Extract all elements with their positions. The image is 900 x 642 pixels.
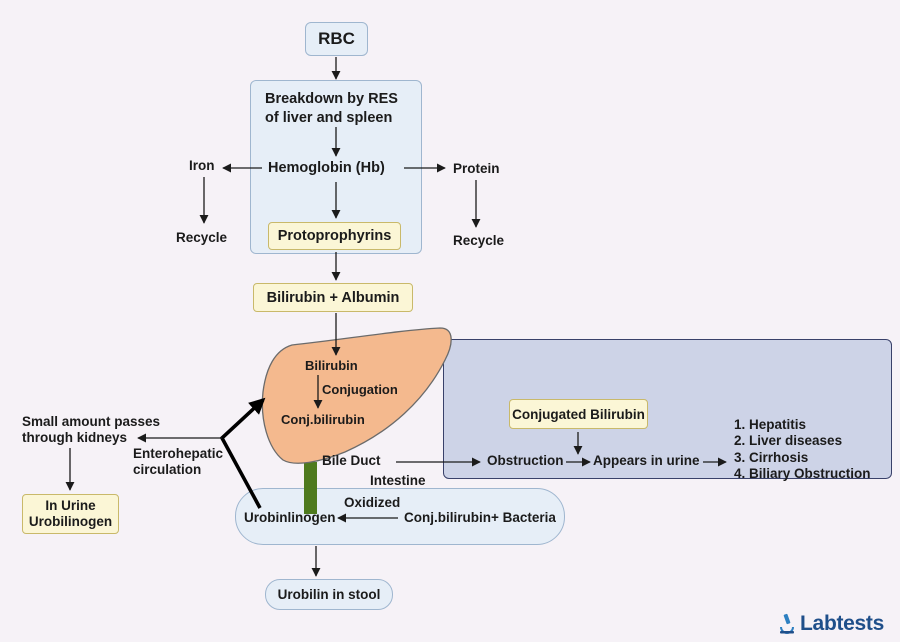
in-urine-line2: Urobilinogen — [28, 514, 113, 529]
bilirubin-albumin-node: Bilirubin + Albumin — [253, 283, 413, 312]
disease-list: 1. Hepatitis 2. Liver diseases 3. Cirrho… — [734, 417, 871, 482]
conj-bilirubin-label: Conj.bilirubin — [281, 412, 365, 427]
disease-item: 1. Hepatitis — [734, 417, 807, 432]
brand-logo: Labtests — [778, 612, 884, 636]
intestine-box — [235, 488, 565, 545]
bilirubin-label: Bilirubin — [305, 358, 358, 373]
rbc-node: RBC — [305, 22, 368, 56]
in-urine-node: In Urine Urobilinogen — [22, 494, 119, 534]
appears-in-urine-label: Appears in urine — [593, 453, 700, 468]
intestine-label: Intestine — [370, 473, 426, 488]
small-amount-line1: Small amount passes — [22, 414, 161, 429]
enterohepatic-line1: Enterohepatic — [133, 446, 224, 461]
urobilin-stool-node: Urobilin in stool — [265, 579, 393, 610]
oxidized-label: Oxidized — [344, 495, 401, 510]
disease-item: 4. Biliary Obstruction — [734, 465, 871, 481]
iron-label: Iron — [189, 158, 215, 173]
urobilinogen-label: Urobinlinogen — [244, 510, 336, 525]
microscope-icon — [780, 613, 795, 634]
res-label: Breakdown by RES of liver and spleen — [265, 91, 398, 126]
bile-duct-bar — [304, 462, 317, 514]
recycle-right-label: Recycle — [453, 233, 505, 248]
brand-name: Labtests — [800, 612, 884, 635]
conjugated-bilirubin-node: Conjugated Bilirubin — [509, 399, 648, 429]
obstruction-label: Obstruction — [487, 453, 564, 468]
in-urine-line1: In Urine — [45, 498, 96, 513]
conj-bacteria-label: Conj.bilirubin+ Bacteria — [404, 510, 556, 525]
conjugation-label: Conjugation — [322, 382, 398, 397]
protoporphyrins-node: Protoprophyrins — [268, 222, 401, 250]
small-amount-line2: through kidneys — [22, 430, 128, 445]
recycle-left-label: Recycle — [176, 230, 228, 245]
protein-label: Protein — [453, 161, 500, 176]
enterohepatic-line2: circulation — [133, 462, 202, 477]
disease-item: 3. Cirrhosis — [734, 449, 809, 465]
disease-item: 2. Liver diseases — [734, 433, 843, 449]
bile-duct-label: Bile Duct — [322, 453, 381, 468]
arrow-enterohepatic — [219, 397, 266, 509]
hemoglobin-label: Hemoglobin (Hb) — [268, 160, 385, 176]
